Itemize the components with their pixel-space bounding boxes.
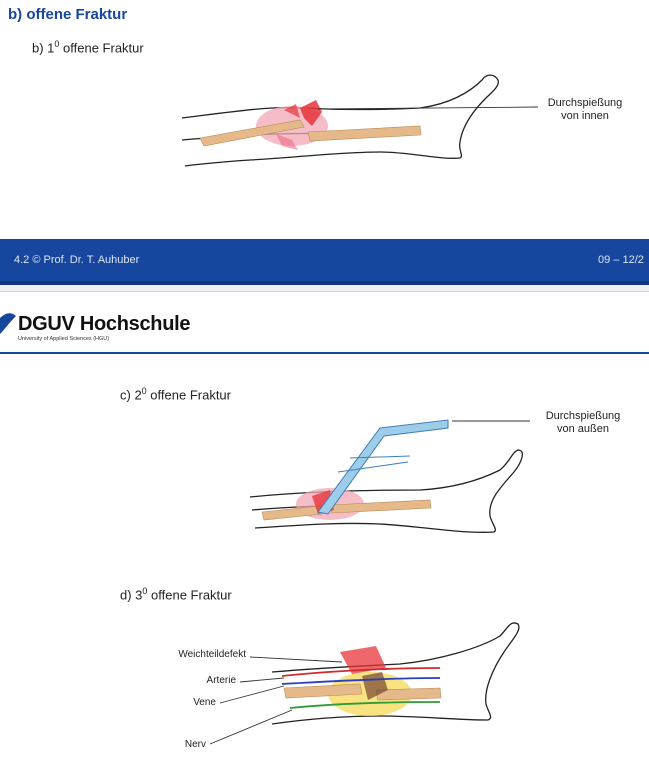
header-rule (0, 352, 649, 354)
fracture-c (261, 419, 530, 521)
label-arterie: Arterie (206, 675, 236, 686)
logo-swoosh-icon (0, 313, 16, 334)
slide-separator (0, 285, 649, 292)
panel-d-title: d) 30 offene Fraktur (120, 586, 232, 603)
footer-copyright: 4.2 © Prof. Dr. T. Auhuber (14, 254, 140, 266)
logo-name: DGUV Hochschule (18, 313, 191, 335)
panel-b-label: Durchspießung von innen (547, 97, 623, 122)
slide-footer: 4.2 © Prof. Dr. T. Auhuber 09 – 12/2 (0, 239, 649, 285)
panel-c-title: c) 20 offene Fraktur (120, 386, 231, 403)
section-heading: b) offene Fraktur (8, 6, 128, 23)
label-vene: Vene (193, 697, 216, 708)
leg-illustration-c (249, 449, 524, 533)
footer-page: 09 – 12/2 (598, 254, 644, 266)
leg-illustration-d (271, 622, 520, 725)
label-nerv: Nerv (184, 739, 206, 750)
logo-tagline: University of Applied Sciences (HGU) (18, 336, 110, 342)
label-weichteildefekt: Weichteildefekt (178, 649, 246, 660)
fracture-b (199, 100, 539, 150)
fracture-d (209, 646, 442, 745)
panel-b-title: b) 10 offene Fraktur (32, 39, 144, 56)
panel-c-label: Durchspießung von außen (545, 410, 621, 435)
